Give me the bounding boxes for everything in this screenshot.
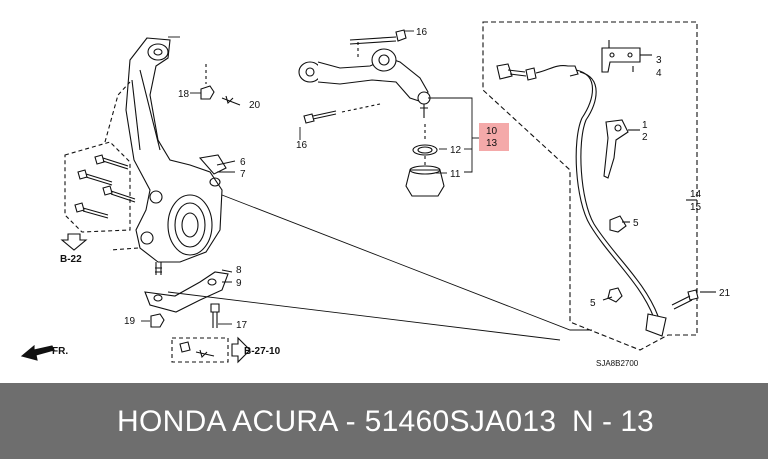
lower-bracket <box>144 271 229 328</box>
front-direction-arrow <box>20 344 55 361</box>
upper-control-arm <box>298 29 431 124</box>
callout-9: 9 <box>236 278 242 289</box>
callout-19: 19 <box>124 316 136 327</box>
callout-labels: 16 16 18 20 6 7 8 9 19 17 10 13 12 11 3 … <box>52 27 731 368</box>
boot-and-circlip <box>405 124 445 197</box>
callout-8: 8 <box>236 265 242 276</box>
callout-11: 11 <box>450 169 461 180</box>
callout-13: 13 <box>486 138 498 149</box>
callout-7: 7 <box>240 169 246 180</box>
steering-knuckle <box>125 37 227 275</box>
callout-17: 17 <box>236 320 248 331</box>
callout-20: 20 <box>249 100 261 111</box>
callout-12: 12 <box>450 145 462 156</box>
callout-21: 21 <box>719 288 731 299</box>
callout-16-top: 16 <box>416 27 428 38</box>
part-title: HONDA ACURA - 51460SJA013 <box>117 405 557 438</box>
footer-bar: HONDA ACURA - 51460SJA013 N - 13 <box>0 383 768 459</box>
callout-10: 10 <box>486 126 498 137</box>
diagram-code: SJA8B2700 <box>596 359 639 368</box>
callout-4: 4 <box>656 68 662 79</box>
callout-16-bottom: 16 <box>296 140 308 151</box>
callout-3: 3 <box>656 55 662 66</box>
exploded-parts-diagram: 16 16 18 20 6 7 8 9 19 17 10 13 12 11 3 … <box>20 21 731 368</box>
knuckle-bolts-group <box>60 81 139 251</box>
callout-5-upper: 5 <box>633 218 639 229</box>
ref-b27-10: B-27-10 <box>244 346 281 357</box>
leader-lines <box>141 30 592 341</box>
callout-1: 1 <box>642 120 648 131</box>
b27-group <box>171 336 251 364</box>
highlight-box <box>479 123 509 151</box>
nut-and-pin-parts <box>200 64 241 106</box>
ref-b22: B-22 <box>60 254 82 265</box>
callout-2: 2 <box>642 132 648 143</box>
callout-5-lower: 5 <box>590 298 596 309</box>
front-label: FR. <box>52 346 68 357</box>
part-index: N - 13 <box>572 405 654 438</box>
callout-15: 15 <box>690 202 702 213</box>
callout-6: 6 <box>240 157 246 168</box>
abs-sensor-group <box>482 21 716 351</box>
callout-18: 18 <box>178 89 190 100</box>
callout-14: 14 <box>690 189 702 200</box>
